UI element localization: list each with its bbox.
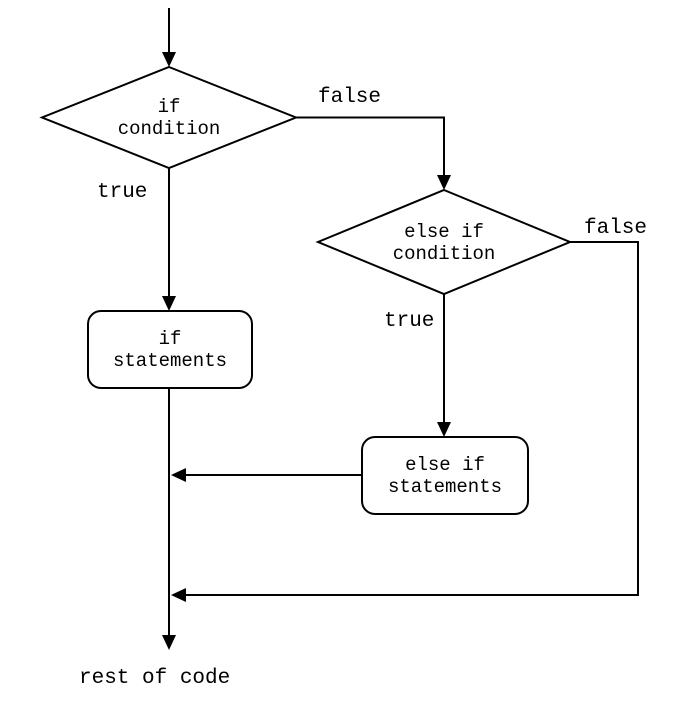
- else-if-false-line: [186, 241, 639, 596]
- else-if-merge-arrowhead-icon: [171, 468, 186, 482]
- entry-arrowhead-icon: [162, 52, 176, 67]
- else-if-condition-diamond: [315, 188, 573, 296]
- if-false-arrowhead-icon: [437, 175, 451, 190]
- else-if-true-label: true: [384, 310, 435, 333]
- if-false-line: [296, 116, 445, 176]
- else-if-statements-box: [361, 436, 529, 515]
- exit-arrowhead-icon: [162, 635, 176, 650]
- rest-of-code-label: rest of code: [79, 667, 231, 690]
- else-if-false-arrowhead-icon: [171, 588, 186, 602]
- if-condition-diamond: [39, 65, 299, 170]
- if-true-arrowhead-icon: [162, 296, 176, 311]
- if-true-label: true: [97, 181, 148, 204]
- else-if-false-label: false: [584, 217, 648, 240]
- if-statements-box: [87, 310, 253, 389]
- else-if-true-arrowhead-icon: [437, 422, 451, 437]
- if-false-label: false: [318, 86, 382, 109]
